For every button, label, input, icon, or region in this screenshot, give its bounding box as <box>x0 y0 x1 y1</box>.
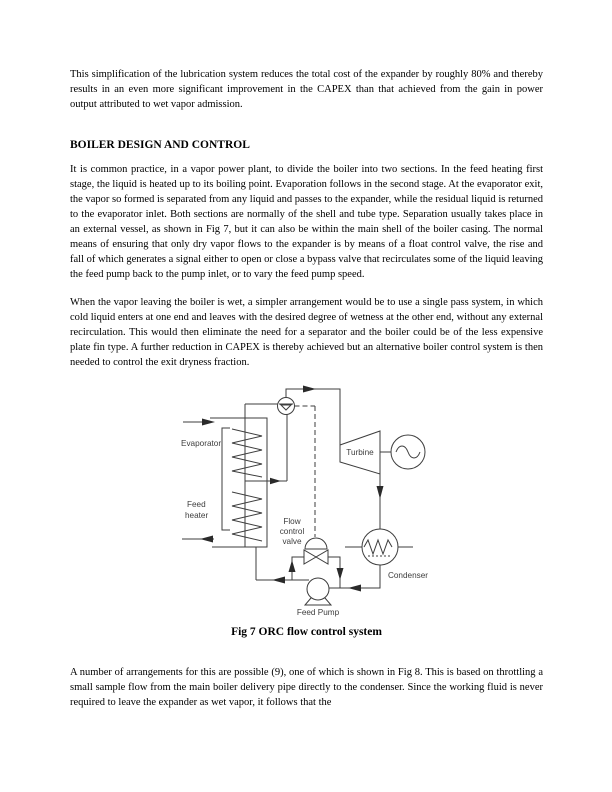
boiler-shell-outline <box>210 417 268 548</box>
float-control-valve-symbol <box>245 397 295 415</box>
bypass-down-arrowhead-icon <box>336 568 344 580</box>
condenser-group: Condenser <box>329 528 428 592</box>
boiler-shell <box>182 417 268 548</box>
paragraph-arrangements: A number of arrangements for this are po… <box>70 667 543 708</box>
heat-in-arrowhead-icon <box>202 418 215 426</box>
turbine-label: Turbine <box>346 448 374 457</box>
flow-control-valve-label-line3: valve <box>282 537 302 546</box>
flow-control-valve-label-line1: Flow <box>283 517 300 526</box>
section-heading: BOILER DESIGN AND CONTROL <box>70 139 250 151</box>
valve-left-triangle <box>303 549 317 565</box>
paragraph-lubrication-capex: This simplification of the lubrication s… <box>70 69 543 110</box>
vapor-arrowhead-icon <box>303 385 316 393</box>
feed-pump-group: Feed Pump <box>256 576 340 617</box>
evaporator-label: Evaporator <box>181 439 221 448</box>
evaporator-coil <box>231 428 263 478</box>
condensate-arrowhead-icon <box>348 584 361 592</box>
boiler-shell-left-wall <box>221 427 230 531</box>
feed-pump-label: Feed Pump <box>297 608 340 617</box>
flow-control-valve-label-line2: control <box>280 527 305 536</box>
valve-actuator-dome <box>304 537 328 550</box>
bypass-up-arrowhead-icon <box>288 560 296 572</box>
orc-flow-control-diagram: Turbine Condenser Feed Pump <box>181 385 428 617</box>
vapor-line <box>285 385 341 445</box>
feed-heater-label-line2: heater <box>185 511 208 520</box>
bypass-left-pipe <box>291 556 304 580</box>
boiler-internals <box>231 404 288 580</box>
feed-heater-coil <box>231 491 263 542</box>
heat-out-arrowhead-icon <box>200 535 213 543</box>
paragraph-boiler-two-sections: It is common practice, in a vapor power … <box>70 164 543 280</box>
feed-heater-label-line1: Feed <box>187 500 206 509</box>
valve-right-triangle <box>315 549 329 565</box>
condenser-label: Condenser <box>388 571 428 580</box>
separator-tee-arrowhead-icon <box>270 477 281 485</box>
float-valve-float-icon <box>279 404 293 411</box>
figure-caption: Fig 7 ORC flow control system <box>231 626 382 638</box>
generator-sine-icon <box>395 445 421 459</box>
feed-pump-symbol <box>306 577 330 601</box>
float-valve-body <box>277 397 295 415</box>
paragraph-single-pass-system: When the vapor leaving the boiler is wet… <box>70 297 543 368</box>
condensate-pipe <box>329 565 381 589</box>
condenser-coil-icon <box>363 538 393 556</box>
vapor-pipe <box>285 388 341 445</box>
turbine-generator: Turbine <box>339 430 426 529</box>
pump-outlet-arrowhead-icon <box>272 576 285 584</box>
bypass-loop <box>288 405 344 588</box>
exhaust-arrowhead-icon <box>376 486 384 499</box>
